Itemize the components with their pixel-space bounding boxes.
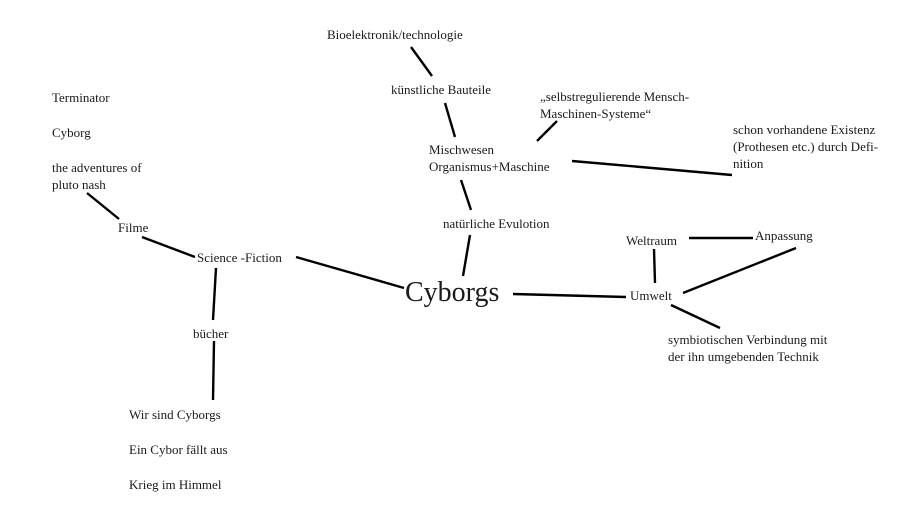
edge-sciencefiction-cyborgs: [295, 255, 405, 290]
edge-bioelektronik-bauteile: [410, 46, 433, 77]
node-existenz: schon vorhandene Existenz (Prothesen etc…: [733, 121, 878, 172]
node-science-fiction: Science -Fiction: [197, 250, 282, 265]
book-item-wir-sind-cyborgs: Wir sind Cyborgs: [129, 407, 221, 422]
book-item-krieg-im-himmel: Krieg im Himmel: [129, 477, 222, 492]
edge-mischwesen-evolution: [459, 179, 473, 211]
edge-mischwesen-existenz: [571, 159, 733, 177]
node-mischwesen-line-1: Mischwesen: [429, 142, 494, 157]
node-mischwesen: Mischwesen Organismus+Maschine: [429, 141, 549, 175]
node-selbstregulierend-line-2: Maschinen-Systeme“: [540, 106, 652, 121]
edge-weltraum-umwelt: [652, 248, 657, 284]
node-umwelt: Umwelt: [630, 288, 672, 303]
node-selbstregulierend-line-1: „selbstregulierende Mensch-: [540, 89, 690, 104]
edge-sciencefiction-buecher: [211, 267, 218, 321]
node-filme: Filme: [118, 220, 149, 235]
node-symbiotisch: symbiotischen Verbindung mit der ihn umg…: [668, 331, 827, 365]
node-symbiotisch-line-1: symbiotischen Verbindung mit: [668, 332, 828, 347]
node-existenz-line-3: nition: [733, 156, 764, 171]
node-existenz-line-1: schon vorhandene Existenz: [733, 122, 876, 137]
node-mischwesen-line-2: Organismus+Maschine: [429, 159, 550, 174]
edge-plutonash-filme: [86, 192, 120, 220]
film-item-pluto-nash-line-1: the adventures of: [52, 160, 142, 175]
node-kuenstliche-bauteile: künstliche Bauteile: [391, 82, 492, 97]
node-natuerliche-evolution: natürliche Evulotion: [443, 216, 550, 231]
edge-umwelt-anpassung: [682, 246, 797, 295]
edge-cyborgs-umwelt: [512, 292, 627, 299]
book-item-ein-cybor-faellt-aus: Ein Cybor fällt aus: [129, 442, 228, 457]
edge-evolution-cyborgs: [461, 234, 472, 277]
edge-selbstreg-mischwesen: [536, 120, 558, 142]
node-existenz-line-2: (Prothesen etc.) durch Defi-: [733, 139, 879, 154]
film-item-cyborg: Cyborg: [52, 125, 91, 140]
node-symbiotisch-line-2: der ihn umgebenden Technik: [668, 349, 819, 364]
edge-umwelt-symbiotisch: [670, 303, 721, 330]
edge-filme-sciencefiction: [141, 235, 196, 259]
edge-bauteile-mischwesen: [443, 102, 457, 138]
node-weltraum: Weltraum: [626, 233, 677, 248]
node-bioelektronik: Bioelektronik/technologie: [327, 27, 463, 42]
node-anpassung: Anpassung: [755, 228, 813, 243]
edge-buecher-books: [211, 340, 216, 401]
film-item-terminator: Terminator: [52, 90, 110, 105]
node-cyborgs-center: Cyborgs: [405, 277, 500, 308]
film-item-pluto-nash-line-2: pluto nash: [52, 177, 106, 192]
node-buecher: bücher: [193, 326, 229, 341]
node-selbstregulierend: „selbstregulierende Mensch- Maschinen-Sy…: [540, 88, 689, 122]
